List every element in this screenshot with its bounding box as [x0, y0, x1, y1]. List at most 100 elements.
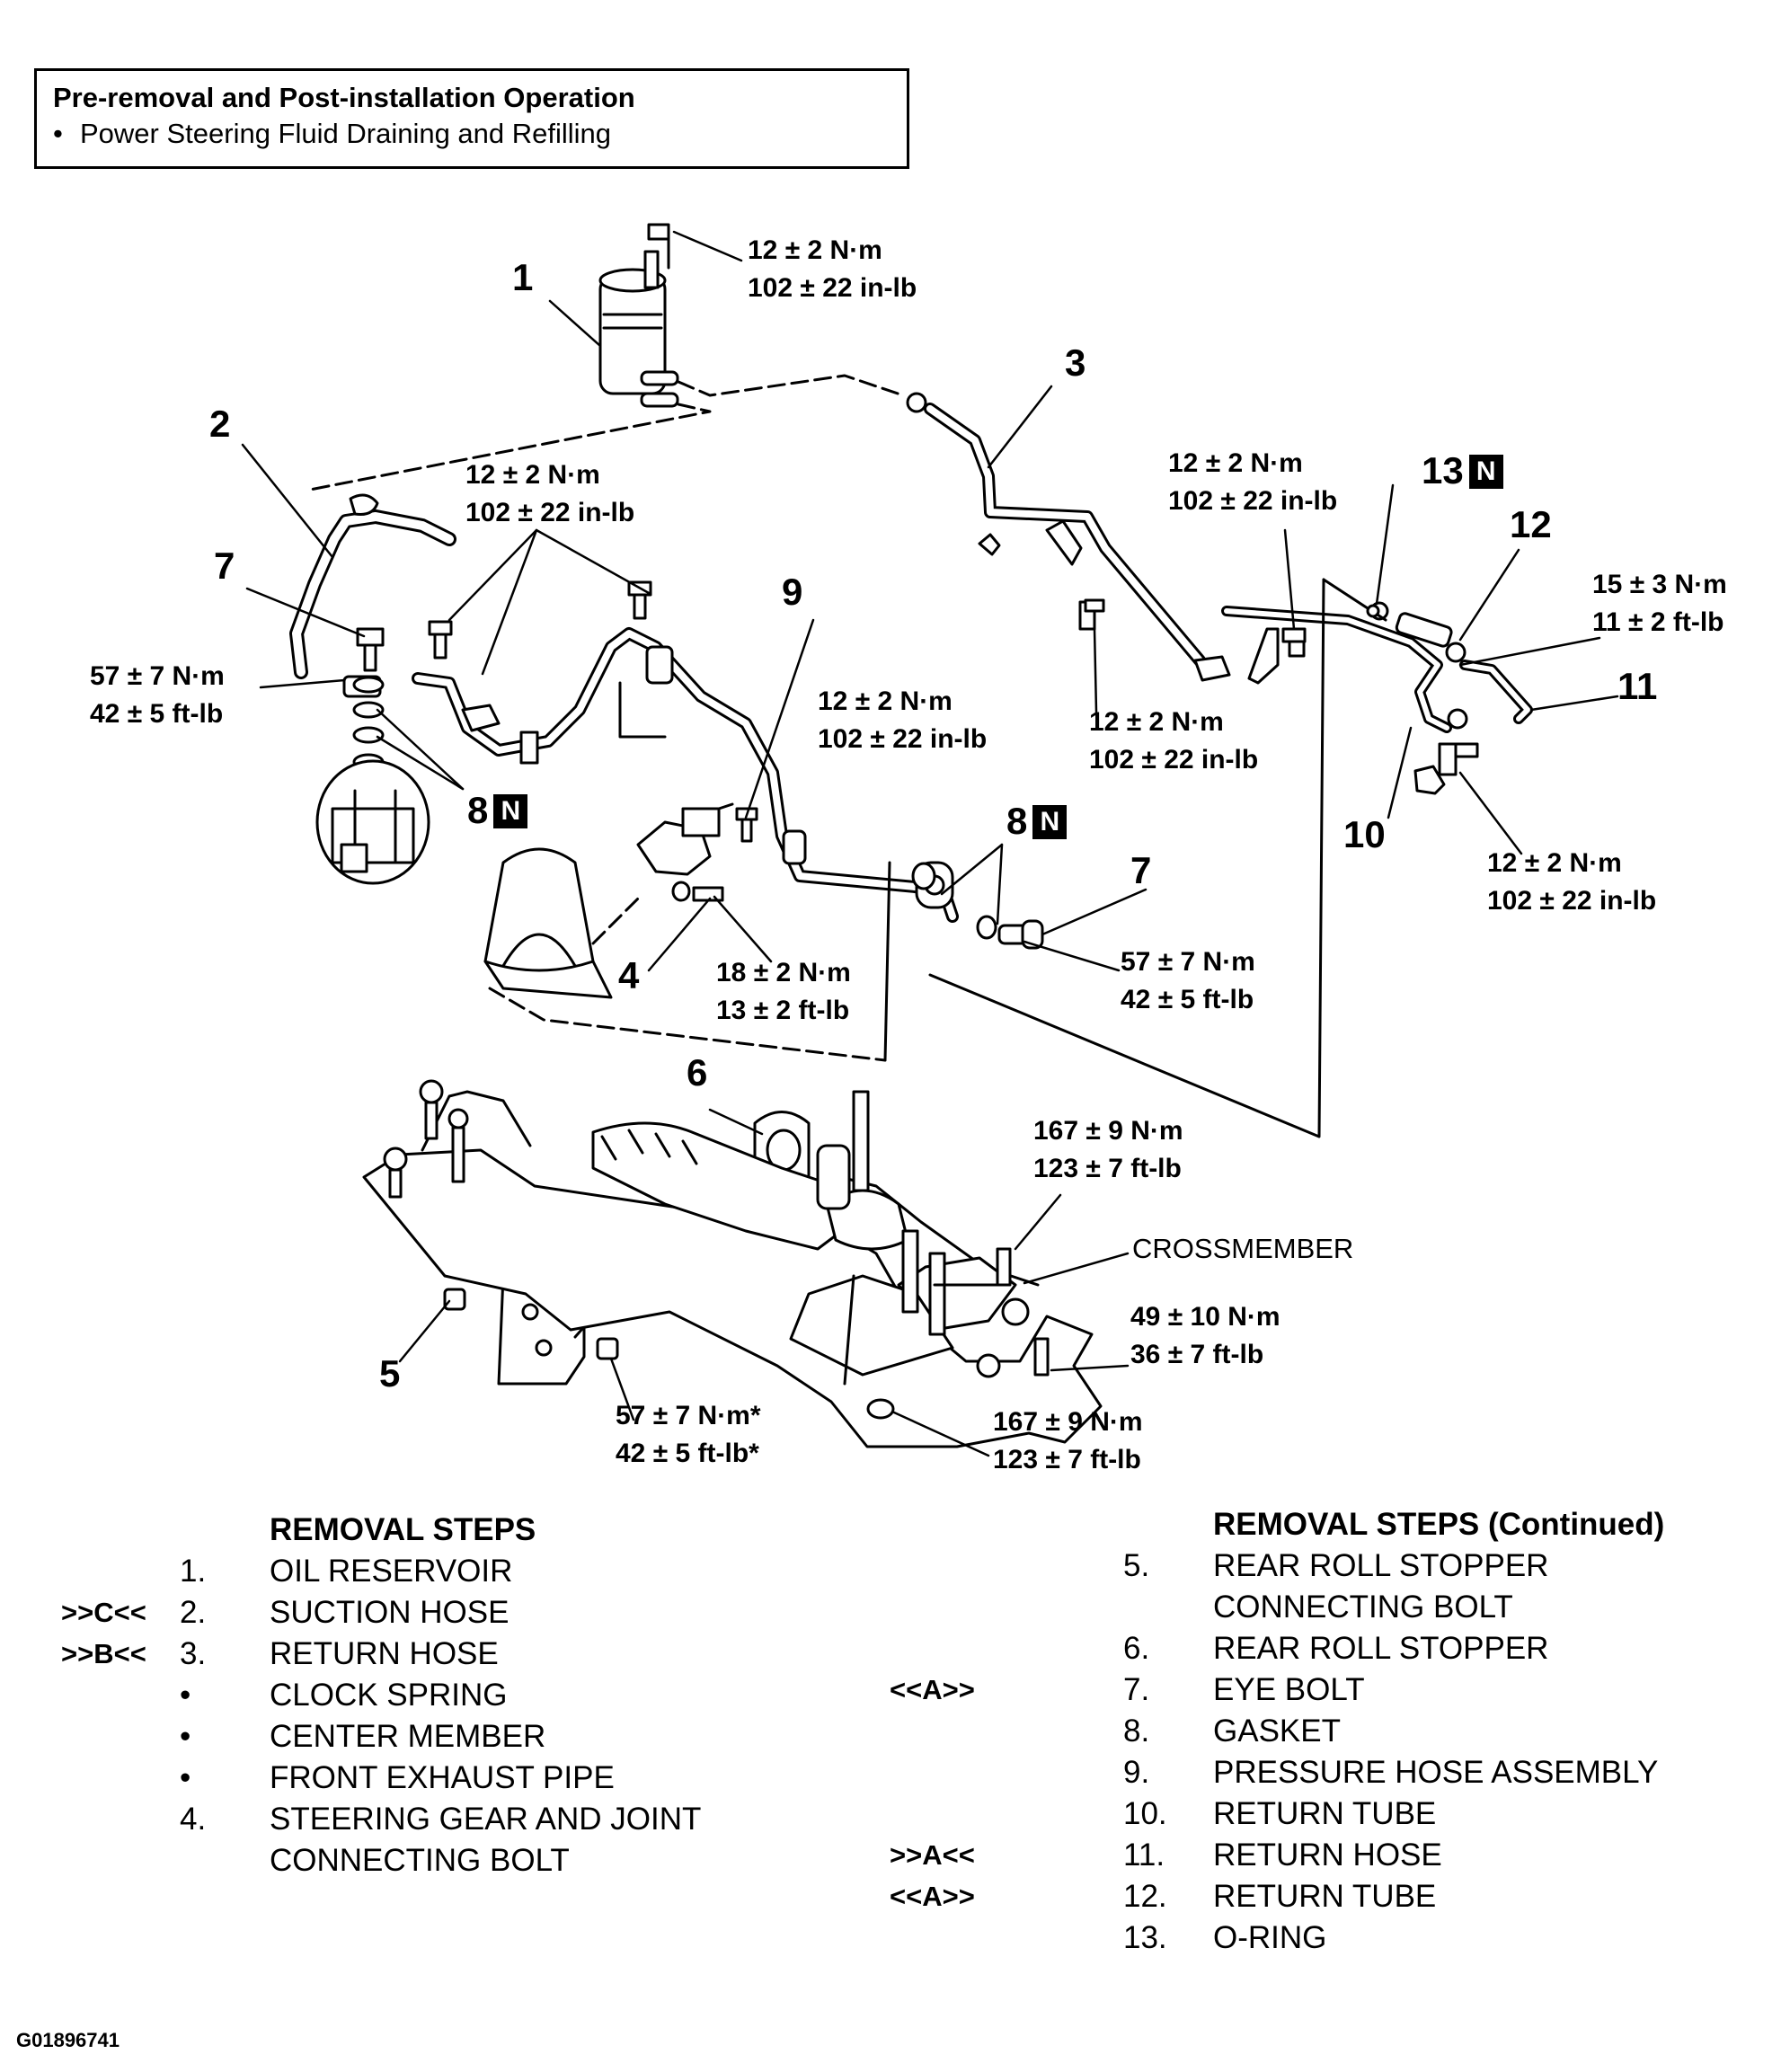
n-mark-icon: N [493, 794, 528, 828]
crossmember-part [362, 1079, 1103, 1448]
step-number: 9. [1123, 1755, 1150, 1790]
list-item: >>A<<11.RETURN HOSE [890, 1835, 1779, 1876]
callout-7-right: 7 [1130, 849, 1152, 891]
torque-metric: 12 ± 2 N·m [1089, 707, 1224, 737]
torque-metric: 12 ± 2 N·m [1168, 448, 1303, 478]
step-text: STEERING GEAR AND JOINT [270, 1802, 702, 1837]
pressure-hose-part [412, 627, 959, 923]
list-item: 5.REAR ROLL STOPPER [970, 1545, 1779, 1587]
callout-7-left: 7 [214, 545, 235, 587]
list-item: 10.RETURN TUBE [970, 1793, 1779, 1835]
torque-imperial: 42 ± 5 ft-lb [90, 699, 224, 729]
callout-8-right-num: 8 [1006, 800, 1028, 842]
list-item: •CLOCK SPRING [54, 1675, 791, 1716]
heading-text: REMOVAL STEPS (Continued) [1213, 1507, 1665, 1542]
removal-steps-continued-heading: REMOVAL STEPS (Continued) [970, 1504, 1779, 1545]
step-number: • [180, 1719, 191, 1754]
callout-11: 11 [1617, 665, 1658, 707]
callout-8-left-num: 8 [467, 789, 489, 831]
n-mark-icon: N [1468, 455, 1503, 489]
callout-3: 3 [1065, 341, 1086, 384]
step-number: • [180, 1760, 191, 1795]
torque-imperial: 13 ± 2 ft-lb [716, 996, 850, 1025]
step-number: 10. [1123, 1796, 1167, 1831]
pre-operation-box: Pre-removal and Post-installation Operat… [34, 68, 909, 169]
step-number: 1. [180, 1554, 207, 1589]
service-code: >>A<< [890, 1839, 975, 1871]
torque-metric: 12 ± 2 N·m [1487, 848, 1622, 878]
callout-9: 9 [782, 571, 803, 613]
torque-metric: 12 ± 2 N·m [748, 235, 882, 265]
return-tube-part [1221, 601, 1533, 795]
removal-steps-continued: REMOVAL STEPS (Continued) 5.REAR ROLL ST… [890, 1504, 1779, 1959]
list-item: CONNECTING BOLT [970, 1587, 1779, 1628]
step-text: CONNECTING BOLT [1213, 1589, 1513, 1625]
service-code: <<A>> [890, 1881, 975, 1912]
list-item: • CENTER MEMBER [54, 1716, 791, 1758]
torque-metric: 57 ± 7 N·m* [616, 1401, 761, 1430]
torque-metric: 15 ± 3 N·m [1592, 570, 1727, 599]
step-number: 12. [1123, 1879, 1167, 1914]
removal-steps-list: 1. OIL RESERVOIR>>C<<2.SUCTION HOSE>>B<<3… [54, 1551, 791, 1882]
torque-imperial: 36 ± 7 ft-lb [1130, 1340, 1264, 1369]
list-item: 1. OIL RESERVOIR [54, 1551, 791, 1592]
step-text: CONNECTING BOLT [270, 1843, 570, 1878]
hardware-parts [342, 580, 1479, 950]
step-text: CENTER MEMBER [270, 1719, 546, 1754]
crossmember-label: CROSSMEMBER [1132, 1233, 1354, 1264]
service-code: <<A>> [890, 1674, 975, 1705]
callout-12: 12 [1510, 503, 1552, 545]
callout-6: 6 [687, 1051, 708, 1094]
torque-imperial: 102 ± 22 in-lb [1168, 486, 1338, 516]
leader-lines [241, 230, 1619, 1457]
list-item: >>C<<2.SUCTION HOSE [54, 1592, 791, 1634]
torque-imperial: 102 ± 22 in-lb [818, 724, 988, 754]
torque-imperial: 102 ± 22 in-lb [1487, 886, 1657, 916]
step-number: • [180, 1678, 191, 1713]
list-item: 4. STEERING GEAR AND JOINT [54, 1799, 791, 1840]
step-text: O-RING [1213, 1920, 1327, 1955]
list-item: >>B<<3.RETURN HOSE [54, 1634, 791, 1675]
torque-metric: 12 ± 2 N·m [465, 460, 600, 490]
step-number: 8. [1123, 1713, 1150, 1749]
step-number: 4. [180, 1802, 207, 1837]
list-item: 9.PRESSURE HOSE ASSEMBLY [970, 1752, 1779, 1793]
torque-imperial: 102 ± 22 in-lb [748, 273, 917, 303]
step-text: SUCTION HOSE [270, 1595, 510, 1630]
torque-reservoir-bolt: 12 ± 2 N·m 102 ± 22 in-lb [748, 232, 917, 307]
callout-13-num: 13 [1422, 449, 1464, 491]
step-text: RETURN TUBE [1213, 1879, 1437, 1914]
torque-imperial: 123 ± 7 ft-lb [993, 1445, 1141, 1474]
step-text: OIL RESERVOIR [270, 1554, 513, 1589]
torque-imperial: 123 ± 7 ft-lb [1033, 1154, 1182, 1183]
pre-operation-title: Pre-removal and Post-installation Operat… [53, 82, 635, 113]
suction-hose-part [289, 493, 456, 679]
pre-operation-item-text: Power Steering Fluid Draining and Refill… [80, 118, 612, 149]
n-mark-icon: N [1032, 805, 1068, 839]
service-code: >>C<< [61, 1597, 146, 1628]
list-item: 6.REAR ROLL STOPPER [970, 1628, 1779, 1669]
list-item: CONNECTING BOLT [54, 1840, 791, 1882]
step-number: 3. [180, 1636, 207, 1671]
torque-right-bracket: 12 ± 2 N·m 102 ± 22 in-lb [1487, 845, 1656, 920]
step-text: FRONT EXHAUST PIPE [270, 1760, 615, 1795]
step-number: 11. [1123, 1837, 1165, 1873]
list-item: • FRONT EXHAUST PIPE [54, 1758, 791, 1799]
step-number: 7. [1123, 1672, 1150, 1707]
removal-steps-heading: REMOVAL STEPS [54, 1510, 791, 1551]
torque-imperial: 102 ± 22 in-lb [465, 498, 635, 527]
steering-joint-part [483, 802, 734, 999]
removal-steps: REMOVAL STEPS 1. OIL RESERVOIR>>C<<2.SUCT… [54, 1510, 791, 1882]
